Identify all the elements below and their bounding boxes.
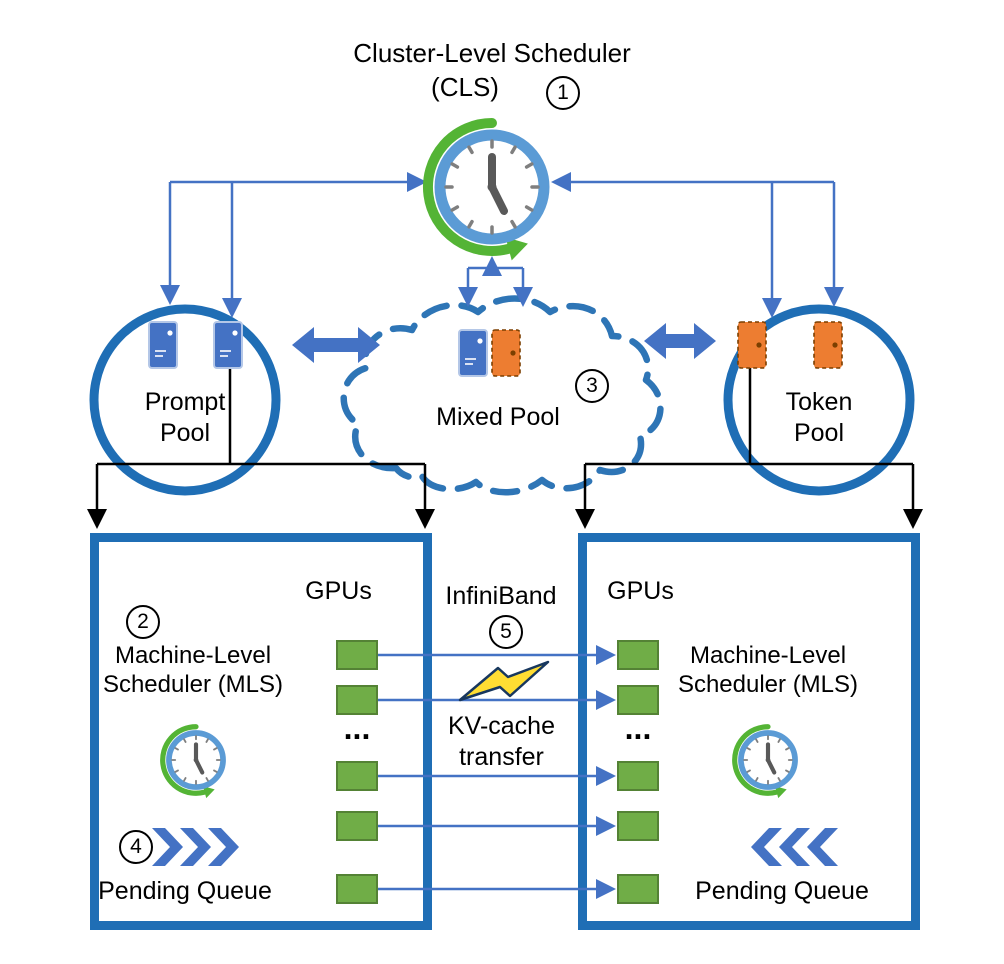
mls-left-label-line1: Machine-Level (114, 642, 272, 669)
gpu-squares-left (336, 640, 378, 904)
step-badge-5: 5 (489, 615, 523, 649)
server-door-orange-icon (491, 329, 521, 377)
prompt-pool-label: Prompt Pool (110, 387, 260, 448)
gpu-square (336, 811, 378, 841)
server-door-orange-icon (813, 321, 843, 369)
server-door-blue-icon (148, 321, 178, 369)
pending-queue-label-left: Pending Queue (98, 877, 272, 905)
mixed-pool-cloud (340, 295, 664, 496)
cls-subtitle: (CLS) (431, 72, 499, 102)
server-door-orange-icon (737, 321, 767, 369)
kv-cache-transfer-label: KV-cache transfer (424, 711, 579, 772)
gpu-square (617, 811, 659, 841)
gpu-square (617, 640, 659, 670)
gpu-square (617, 761, 659, 791)
token-pool-label-line1: Token (785, 388, 853, 416)
gpus-label-left: GPUs (305, 577, 372, 605)
kv-cache-label-line1: KV-cache (447, 712, 555, 740)
mls-right-label-line2: Scheduler (MLS) (677, 671, 859, 699)
step-badge-1: 1 (546, 76, 580, 110)
gpu-square (336, 685, 378, 715)
gpu-square (336, 874, 378, 904)
prompt-pool-label-line1: Prompt (144, 388, 226, 416)
prompt-mixed-double-arrow (292, 327, 380, 363)
gpu-square (336, 761, 378, 791)
pool-to-cls-arrows (160, 172, 844, 318)
token-pool-circle (723, 304, 915, 496)
step-badge-4: 4 (119, 830, 153, 864)
pending-queue-label-right: Pending Queue (695, 877, 869, 905)
mls-right-label-line1: Machine-Level (689, 642, 847, 669)
kv-transfer-arrows (378, 645, 616, 899)
token-pool-label-line2: Pool (793, 418, 845, 447)
server-door-blue-icon (213, 321, 243, 369)
mls-right-label: Machine-Level Scheduler (MLS) (655, 641, 881, 700)
gpu-ellipsis-right: ... (624, 710, 652, 746)
machine-box-left (90, 533, 432, 930)
gpu-square (617, 874, 659, 904)
mls-left-label: Machine-Level Scheduler (MLS) (80, 641, 306, 700)
infiniband-label: InfiniBand (445, 582, 557, 610)
mixed-token-double-arrow (644, 323, 716, 359)
gpu-ellipsis-left: ... (343, 710, 371, 746)
prompt-pool-label-line2: Pool (159, 418, 211, 447)
gpu-square (617, 685, 659, 715)
step-badge-2: 2 (126, 605, 160, 639)
gpus-label-right: GPUs (607, 577, 674, 605)
pool-to-machine-connectors (87, 368, 923, 529)
mixed-pool-label: Mixed Pool (436, 403, 560, 431)
server-door-blue-icon (458, 329, 488, 377)
cls-clock-refresh-icon (428, 123, 544, 260)
mls-left-label-line2: Scheduler (MLS) (102, 671, 284, 699)
gpu-squares-right (617, 640, 659, 904)
step-badge-3: 3 (575, 369, 609, 403)
token-pool-label: Token Pool (744, 387, 894, 448)
cls-title: Cluster-Level Scheduler (353, 38, 631, 68)
gpu-square (336, 640, 378, 670)
lightning-bolt-icon (458, 660, 550, 702)
kv-cache-label-line2: transfer (459, 742, 544, 771)
